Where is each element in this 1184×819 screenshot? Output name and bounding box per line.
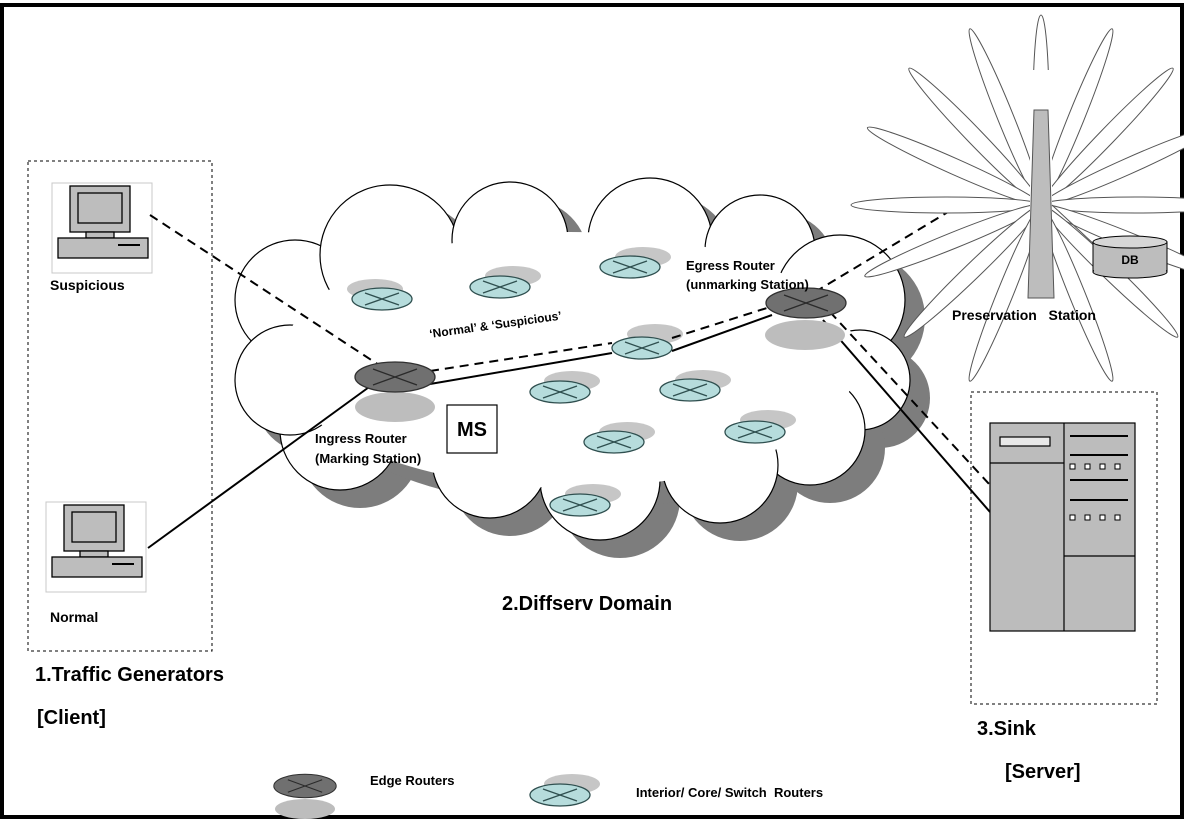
suspicious-label: Suspicious <box>50 277 125 293</box>
connections <box>147 211 991 549</box>
preservation-station-label: Preservation Station <box>952 307 1096 323</box>
egress-router-icon <box>765 287 847 319</box>
ms-box <box>446 404 498 454</box>
server-icon <box>989 422 1136 632</box>
legend: Edge Routers Interior/ Core/ Switch Rout… <box>273 773 823 819</box>
legend-edge-router-icon <box>273 773 337 799</box>
client-subtitle: [Client] <box>37 707 106 729</box>
ingress-label-line1: Ingress Router <box>315 431 407 446</box>
ingress-to-core-solid <box>429 352 613 385</box>
core-to-egress-dashed <box>671 306 771 339</box>
legend-edge-label: Edge Routers <box>370 773 455 788</box>
client-group-box <box>27 160 213 652</box>
ms-label: MS <box>457 419 487 441</box>
ingress-shadow <box>355 392 435 422</box>
legend-interior-label: Interior/ Core/ Switch Routers <box>636 785 823 800</box>
core-router-icon <box>529 380 591 404</box>
traffic-generators-title: 1.Traffic Generators <box>35 664 224 686</box>
sink-subtitle: [Server] <box>1005 761 1081 783</box>
legend-core-router-icon <box>529 783 591 807</box>
normal-pc-icon <box>45 501 147 593</box>
suspicious-link-dashed <box>149 214 383 368</box>
core-router-icon <box>611 336 673 360</box>
core-router-icon <box>549 493 611 517</box>
sink-group-box <box>970 391 1158 705</box>
ingress-to-core-dashed <box>429 342 613 372</box>
core-router-icon <box>351 287 413 311</box>
normal-label: Normal <box>50 609 98 625</box>
core-router-icon <box>583 430 645 454</box>
db-label: DB <box>1121 253 1139 267</box>
sink-title: 3.Sink <box>977 718 1037 740</box>
database-icon <box>1092 235 1168 279</box>
egress-to-server-solid <box>822 319 991 513</box>
diffserv-domain-title: 2.Diffserv Domain <box>502 593 672 615</box>
egress-label-line1: Egress Router <box>686 258 775 273</box>
legend-edge-shadow <box>275 799 335 819</box>
egress-label-line2: (unmarking Station) <box>686 277 809 292</box>
normal-link-solid <box>147 381 377 549</box>
ingress-router-icon <box>354 361 436 393</box>
egress-to-server-dashed <box>829 311 991 486</box>
core-to-egress-solid <box>671 314 773 352</box>
ingress-label-line2: (Marking Station) <box>315 451 421 466</box>
egress-shadow <box>765 320 845 350</box>
core-router-icon <box>724 420 786 444</box>
core-router-icon <box>599 255 661 279</box>
suspicious-pc-icon <box>51 182 153 274</box>
core-router-icon <box>659 378 721 402</box>
egress-to-preservation-dashed <box>814 211 949 293</box>
core-router-icon <box>469 275 531 299</box>
